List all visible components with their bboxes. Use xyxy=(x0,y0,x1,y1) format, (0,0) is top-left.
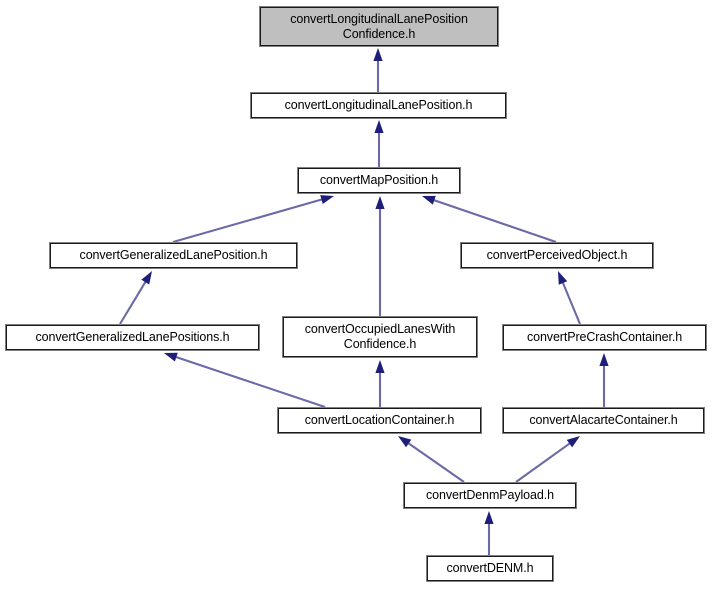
graph-node-alacarteContainer[interactable]: convertAlacarteContainer.h xyxy=(502,407,705,434)
graph-node-preCrashContainer[interactable]: convertPreCrashContainer.h xyxy=(502,324,707,351)
edge-arrowhead xyxy=(141,271,152,285)
graph-node-label: convertDENM.h xyxy=(446,561,534,575)
graph-node-mapPosition[interactable]: convertMapPosition.h xyxy=(297,167,461,194)
graph-node-label: convertGeneralizedLanePosition.h xyxy=(79,248,268,262)
graph-node-denm[interactable]: convertDENM.h xyxy=(426,555,554,582)
graph-node-longitudinalLanePositionConfidence[interactable]: convertLongitudinalLanePosition Confiden… xyxy=(259,6,499,47)
graph-node-label: convertPreCrashContainer.h xyxy=(526,330,683,344)
graph-node-generalizedLanePositions[interactable]: convertGeneralizedLanePositions.h xyxy=(5,324,260,351)
graph-node-label: convertPerceivedObject.h xyxy=(486,248,628,262)
graph-node-generalizedLanePosition[interactable]: convertGeneralizedLanePosition.h xyxy=(49,242,298,269)
edge-arrowhead xyxy=(599,353,609,366)
edge-line xyxy=(174,355,326,408)
edge-arrowhead xyxy=(375,360,385,373)
edge-arrowhead xyxy=(398,436,412,448)
graph-node-label: convertLongitudinalLanePosition.h xyxy=(284,98,473,112)
edge-arrowhead xyxy=(484,511,494,524)
graph-node-occupiedLanesWithConfidence[interactable]: convertOccupiedLanesWith Confidence.h xyxy=(282,316,478,358)
graph-node-longitudinalLanePosition[interactable]: convertLongitudinalLanePosition.h xyxy=(250,92,507,119)
edge-arrowhead xyxy=(164,352,178,362)
edge-arrowhead xyxy=(566,436,580,448)
graph-node-label: convertGeneralizedLanePositions.h xyxy=(35,330,230,344)
graph-node-label: convertMapPosition.h xyxy=(319,173,439,187)
graph-node-locationContainer[interactable]: convertLocationContainer.h xyxy=(277,407,482,434)
graph-node-denmPayload[interactable]: convertDenmPayload.h xyxy=(403,482,577,509)
graph-node-label: convertAlacarteContainer.h xyxy=(529,413,678,427)
graph-node-label: convertOccupiedLanesWith Confidence.h xyxy=(304,322,456,351)
graph-node-label: convertLongitudinalLanePosition Confiden… xyxy=(290,11,468,41)
graph-node-label: convertLocationContainer.h xyxy=(304,413,455,427)
edge-line xyxy=(561,280,581,325)
edge-line xyxy=(515,441,572,483)
edge-arrowhead xyxy=(373,48,383,61)
edge-arrowhead xyxy=(320,195,334,204)
edge-arrowhead xyxy=(422,195,436,205)
edge-arrowhead xyxy=(558,271,568,285)
edge-line xyxy=(432,198,557,243)
edge-arrowhead xyxy=(375,196,385,209)
graph-node-perceivedObject[interactable]: convertPerceivedObject.h xyxy=(460,242,654,269)
graph-node-label: convertDenmPayload.h xyxy=(426,488,554,502)
edge-line xyxy=(172,198,324,244)
edge-line xyxy=(119,279,148,325)
edge-arrowhead xyxy=(374,120,384,133)
edge-line xyxy=(406,441,465,483)
